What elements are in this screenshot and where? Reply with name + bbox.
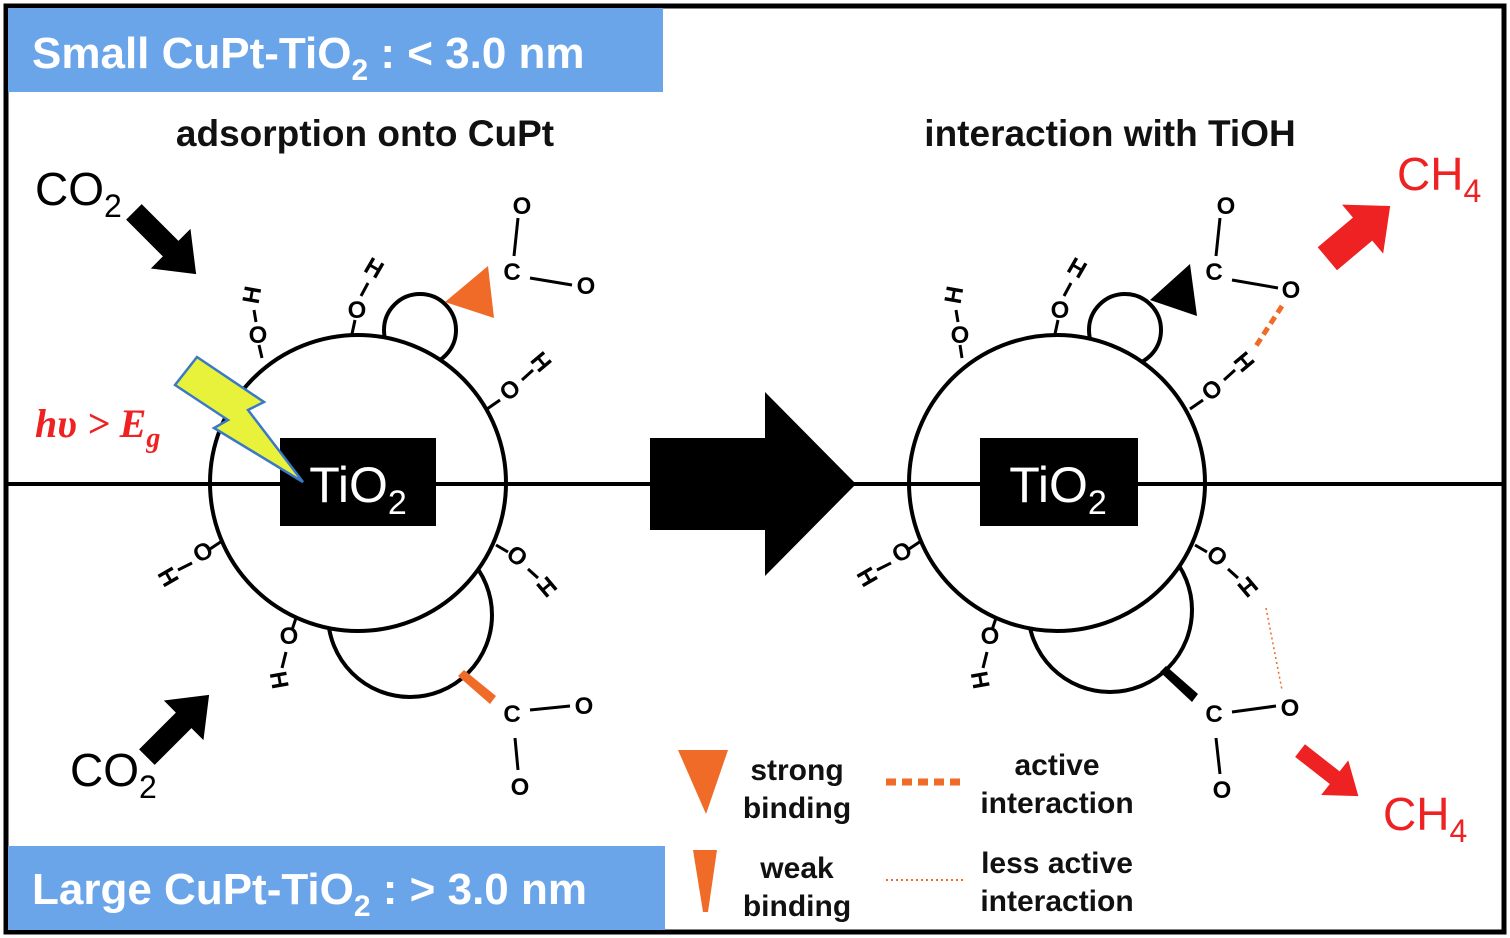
legend: strong binding weak binding active inter… (678, 749, 1134, 923)
svg-text:O: O (511, 774, 530, 801)
active-interaction-line (1253, 304, 1285, 348)
svg-text:H: H (238, 284, 268, 306)
svg-text:O: O (1281, 695, 1300, 722)
svg-text:O: O (249, 322, 268, 349)
hydroxyl-right-1: O H (940, 284, 970, 359)
ch4-arrow-top (1317, 204, 1391, 271)
hydroxyl-left-1: O H (238, 284, 268, 359)
hydroxyl-left-6: O H (495, 540, 563, 603)
svg-text:H: H (1062, 252, 1091, 284)
lightning-icon (173, 355, 304, 484)
svg-text:O: O (1282, 277, 1301, 304)
svg-text:O: O (951, 322, 970, 349)
svg-text:O: O (575, 693, 594, 720)
adsorbed-co2-right-bottom: C O O (1160, 666, 1299, 804)
top-banner: Small CuPt-TiO2 : < 3.0 nm (8, 8, 663, 92)
legend-active-line2: interaction (980, 787, 1133, 820)
svg-text:H: H (359, 252, 388, 284)
svg-text:TiO2: TiO2 (1009, 457, 1107, 522)
legend-active-line1: active (1014, 749, 1099, 782)
tio2-label-right: TiO2 (980, 438, 1138, 526)
hydroxyl-right-4: O H (851, 536, 922, 592)
hydroxyl-left-3: O H (486, 347, 557, 411)
tio2-label-left: TiO2 (280, 438, 436, 526)
svg-text:O: O (348, 297, 367, 324)
legend-weak-line2: binding (743, 890, 851, 923)
photon-energy-label: hυ > Eg (35, 401, 160, 454)
hydroxyl-right-2: O H (1051, 252, 1091, 335)
process-arrow (650, 392, 856, 576)
legend-strong-line1: strong (750, 754, 843, 787)
co2-label-top: CO2 (35, 163, 122, 224)
svg-text:TiO2: TiO2 (309, 457, 407, 522)
heading-right: interaction with TiOH (924, 113, 1295, 154)
svg-text:O: O (513, 193, 532, 220)
svg-text:H: H (965, 669, 995, 691)
svg-text:O: O (501, 540, 533, 573)
top-banner-suffix: : < 3.0 nm (368, 29, 584, 78)
svg-text:O: O (280, 623, 299, 650)
bottom-banner-suffix: : > 3.0 nm (371, 865, 587, 914)
legend-weak-binding-icon (693, 850, 717, 912)
co2-arrow-bottom (139, 694, 210, 765)
top-banner-prefix: Small CuPt-TiO (32, 29, 351, 78)
svg-text:H: H (851, 563, 883, 592)
adsorbed-co2-left-bottom: C O O (458, 670, 593, 801)
co2-label-bottom: CO2 (70, 744, 157, 805)
hydroxyl-right-3: O H (1189, 347, 1260, 411)
svg-text:O: O (887, 536, 917, 569)
legend-less-active-line2: interaction (980, 885, 1133, 918)
svg-text:C: C (1205, 701, 1222, 728)
ch4-label-bottom: CH4 (1383, 788, 1467, 849)
ch4-arrow-bottom (1295, 744, 1359, 797)
svg-text:H: H (940, 284, 970, 306)
svg-text:O: O (1201, 540, 1233, 573)
svg-text:O: O (188, 536, 218, 569)
bottom-banner-prefix: Large CuPt-TiO (32, 865, 354, 914)
legend-less-active-line1: less active (981, 847, 1133, 880)
svg-text:O: O (1217, 193, 1236, 220)
svg-text:O: O (981, 623, 1000, 650)
hydroxyl-right-5: O H (965, 617, 1000, 691)
bottom-banner: Large CuPt-TiO2 : > 3.0 nm (8, 846, 665, 930)
top-banner-sub: 2 (351, 54, 368, 87)
svg-text:H: H (264, 669, 294, 691)
svg-text:O: O (577, 273, 596, 300)
svg-text:H: H (152, 563, 184, 592)
ch4-label-top: CH4 (1397, 148, 1481, 209)
svg-text:O: O (1213, 777, 1232, 804)
legend-weak-line1: weak (759, 852, 834, 885)
svg-text:C: C (503, 701, 520, 728)
svg-text:O: O (1051, 297, 1070, 324)
outer-frame (3, 3, 1507, 935)
adsorbed-co2-left-top: C O O (445, 193, 595, 318)
hydroxyl-right-6: O H (1194, 540, 1264, 603)
legend-strong-line2: binding (743, 792, 851, 825)
svg-text:C: C (503, 259, 520, 286)
adsorbed-co2-right-top: C O O (1150, 193, 1300, 316)
hydroxyl-left-2: O H (348, 252, 388, 335)
bottom-banner-sub: 2 (354, 890, 371, 923)
svg-text:C: C (1205, 259, 1222, 286)
svg-text:Large CuPt-TiO2 : > 3.0 nm: Large CuPt-TiO2 : > 3.0 nm (32, 865, 587, 923)
legend-strong-binding-icon (678, 750, 728, 814)
heading-left: adsorption onto CuPt (176, 113, 554, 154)
less-active-interaction-line (1265, 607, 1283, 691)
co2-arrow-top (126, 204, 197, 275)
hydroxyl-left-4: O H (152, 536, 223, 592)
hydroxyl-left-5: O H (264, 617, 299, 691)
svg-text:Small CuPt-TiO2 : < 3.0 nm: Small CuPt-TiO2 : < 3.0 nm (32, 29, 585, 87)
